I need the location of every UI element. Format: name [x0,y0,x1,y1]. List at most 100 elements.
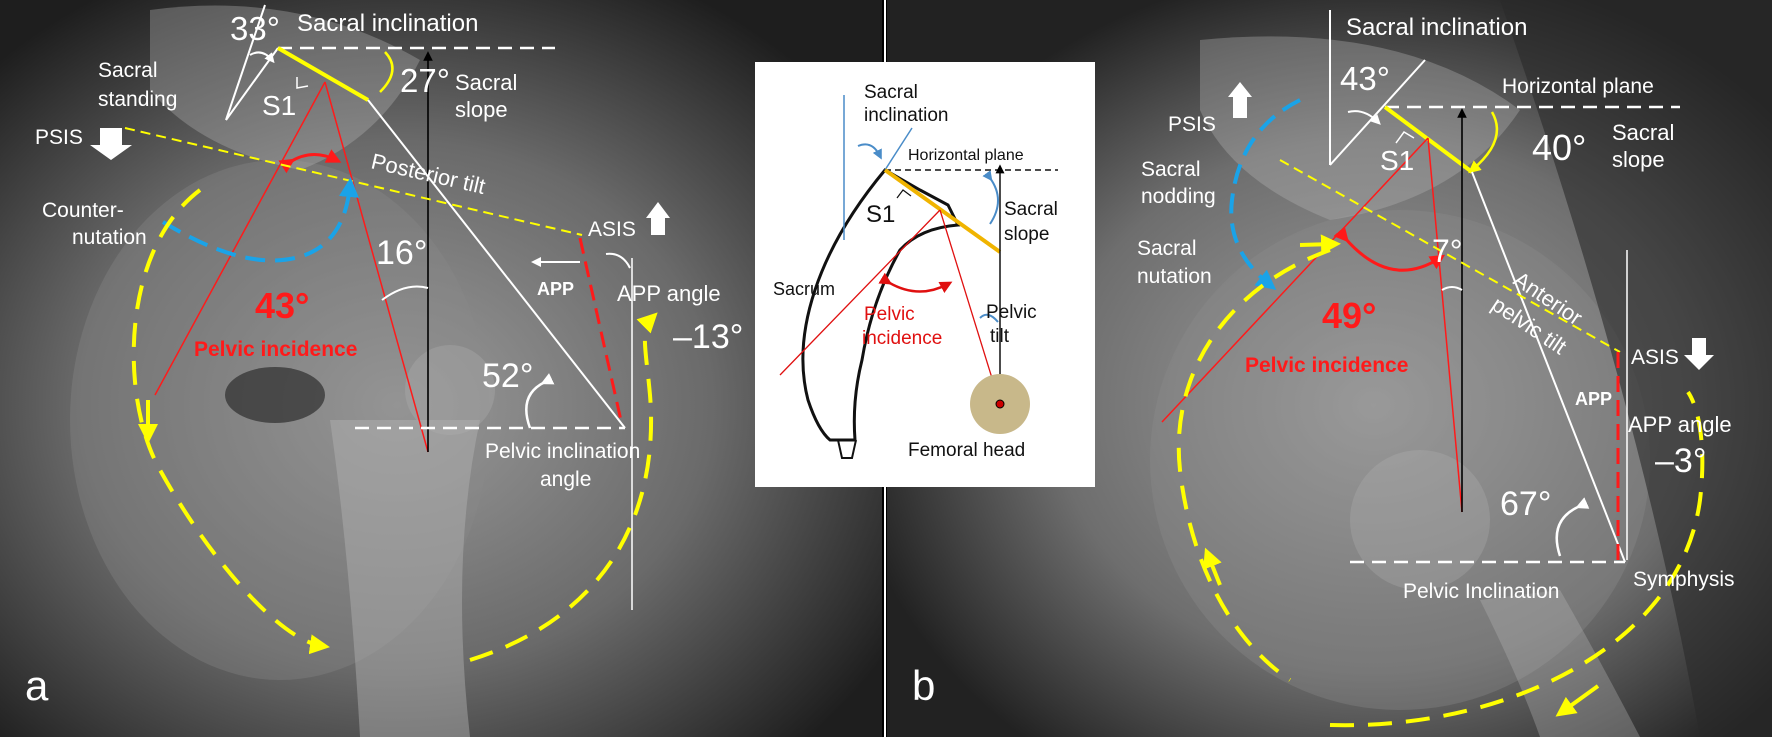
pelvis-shadow-b [1150,210,1650,710]
pelvic-incidence-label-a: Pelvic incidence [194,338,357,361]
psis-down-arrow-a [90,128,132,160]
angle-40-label: 40° [1532,127,1586,168]
inset-tilt-arc [979,313,999,323]
inset-sacrum-label: Sacrum [773,279,835,299]
inset-pelvic-tilt-2: tilt [990,326,1010,347]
app-line-a [578,237,624,426]
inset-inclination-line [884,127,913,171]
angle-43-arc-b [1347,110,1381,125]
sacral-endplate-a [276,46,370,102]
femoral-head-b [1350,450,1490,590]
inset-inclination-arc [857,143,882,160]
sacral-nutation-label-2: nutation [1137,265,1212,288]
s1-label-a: S1 [262,90,296,121]
inset-endplate [883,168,1002,254]
rotation-arrow-bottom-b [1555,684,1600,717]
psis-label-a: PSIS [35,126,83,149]
rotation-arc-right-a [469,312,658,662]
inset-horizontal-plane-label: Horizontal plane [908,147,1024,164]
inset-diagram: Sacral inclination Horizontal plane S1 S… [755,62,1095,487]
posterior-tilt-line [124,127,583,236]
sacral-slope-arc-a [379,51,394,93]
inset-sacral-slope-1: Sacral [1004,199,1058,220]
pi-line-left-a [154,81,326,396]
angle-16-label: 16° [376,234,427,272]
sacral-standing-label-2: standing [98,88,177,111]
right-angle-mark-b [1395,131,1415,144]
sacral-nodding-label-1: Sacral [1141,158,1201,181]
rotation-arrow-top-b [1299,234,1341,255]
app-hypotenuse-a [367,99,626,429]
counter-nutation-label-2: nutation [72,226,147,249]
sacrum-shadow-a [150,5,420,170]
femur-shadow-a [330,420,480,737]
sacral-slope-label-a-1: Sacral [455,70,517,95]
rotation-arc-left-a [131,188,330,655]
angle-7-label: 7° [1432,233,1463,269]
sacral-slope-label-b-2: slope [1612,147,1665,172]
inset-pi-line-right [939,209,1001,405]
inset-pi-line-left [779,209,941,376]
panel-letter-a: a [25,662,49,709]
soft-tissue-edge-b [1500,0,1772,737]
pelvic-inclination-label-b: Pelvic Inclination [1403,580,1559,603]
inset-s1-label: S1 [866,201,895,228]
asis-down-arrow-b [1684,338,1714,370]
app-angle-label-a: APP angle [617,281,721,306]
sacral-inclination-line-b [1329,59,1426,166]
rotation-arc-right-b [1329,390,1705,728]
inset-slope-arc [982,170,999,225]
angle-67-arc [1555,497,1590,557]
panel-letter-b: b [912,662,935,709]
sacrum-shadow-b [1200,36,1520,221]
sacral-slope-label-a-2: slope [455,97,508,122]
sacral-slope-arc-b [1468,111,1499,174]
app-angle-value-a: –13° [673,318,743,356]
sacral-nutation-label-1: Sacral [1137,237,1197,260]
inset-pelvic-tilt-1: Pelvic [986,302,1037,323]
s1-label-b: S1 [1380,145,1414,176]
sacral-standing-label-1: Sacral [98,59,158,82]
anterior-tilt-line [1279,159,1621,353]
sacral-nodding-label-2: nodding [1141,185,1216,208]
femur-shadow-b [1480,590,1640,737]
angle-33-arc [249,51,275,64]
right-angle-mark-a [296,77,309,89]
angle-43-label-a: 43° [255,285,309,326]
panel-a: Sacral inclination Sacral standing 33° S… [0,0,882,737]
psis-label-b: PSIS [1168,113,1216,136]
inset-femoral-head-label: Femoral head [908,440,1025,461]
rotation-arc-left-b [1176,248,1331,682]
inset-pi-arc [878,272,953,294]
femoral-head-center [995,399,1005,409]
angle-16-arc [381,285,429,301]
angle-67-label: 67° [1500,485,1551,523]
counter-nutation-label-1: Counter- [42,199,124,222]
app-hypotenuse-b [1471,171,1626,563]
symphysis-label: Symphysis [1633,568,1735,591]
pi-arc-a [278,149,342,174]
inset-right-angle [896,189,912,199]
coccyx-outline [837,439,857,459]
angle-33-label: 33° [230,10,280,47]
pelvic-incidence-label-b: Pelvic incidence [1245,354,1408,377]
asis-label-a: ASIS [588,218,636,241]
psis-up-arrow-b [1228,82,1252,118]
angle-7-arc [1441,286,1463,291]
inset-sacral-inclination-2: inclination [864,105,949,126]
pelvic-inclination-angle-label-2: angle [540,468,591,491]
app-angle-value-b: –3° [1655,442,1706,480]
asis-label-b: ASIS [1631,346,1679,369]
sacral-nutation-arc [1229,98,1301,290]
asis-up-arrow-a [646,202,670,235]
rotation-arrow-left-b [1203,547,1222,586]
angle-43-label-b: 43° [1340,60,1390,97]
pi-arc-b [1333,226,1446,272]
angle-52-arc [525,373,555,429]
angle-49-label: 49° [1322,295,1376,336]
angle-52-label: 52° [482,357,533,395]
sacral-slope-label-b-1: Sacral [1612,120,1674,145]
app-label-b: APP [1575,389,1612,409]
